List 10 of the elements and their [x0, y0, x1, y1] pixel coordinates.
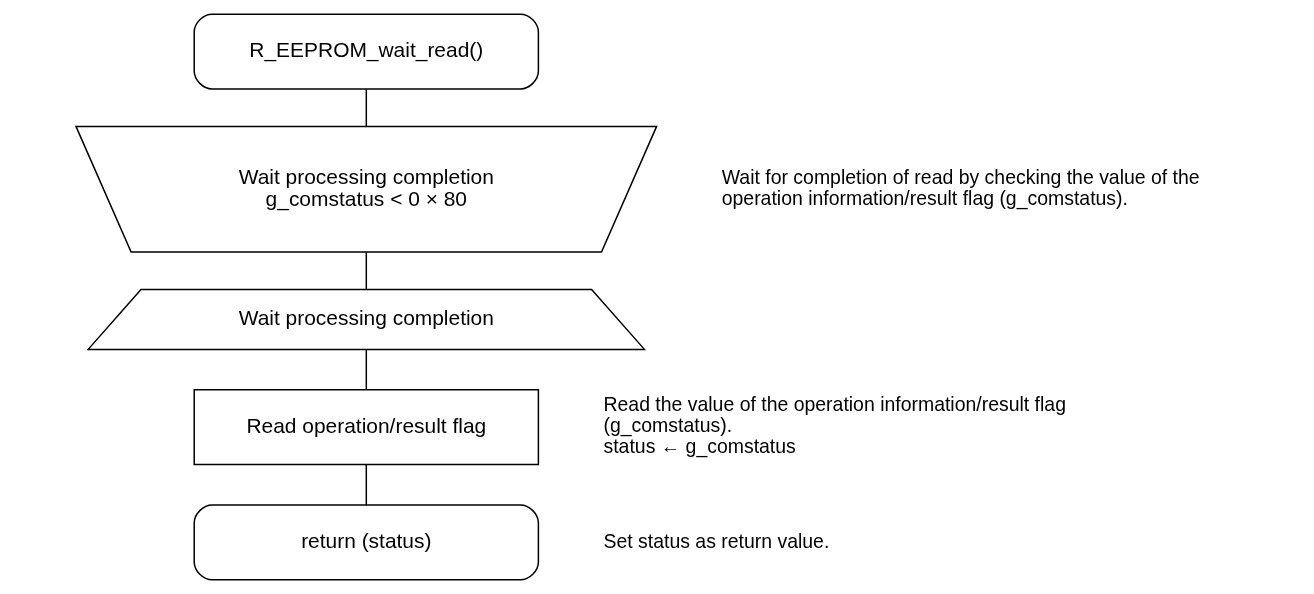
connector: [365, 251, 368, 290]
node-label: Read the value of the operation information/result flag (g_comstatus).: [603, 393, 1066, 437]
node-box: Read operation/result flag: [193, 389, 540, 466]
connector: [365, 88, 368, 127]
node-label: Wait for completion of read by checking the value of the operation information/result flag (g_comstatus).: [721, 165, 1200, 209]
node-box: R_EEPROM_wait_read(): [193, 13, 540, 90]
node-label: Set status as return value.: [603, 529, 830, 552]
connector: [365, 348, 368, 391]
connector: [365, 464, 368, 506]
node-box: return (status): [193, 504, 540, 581]
